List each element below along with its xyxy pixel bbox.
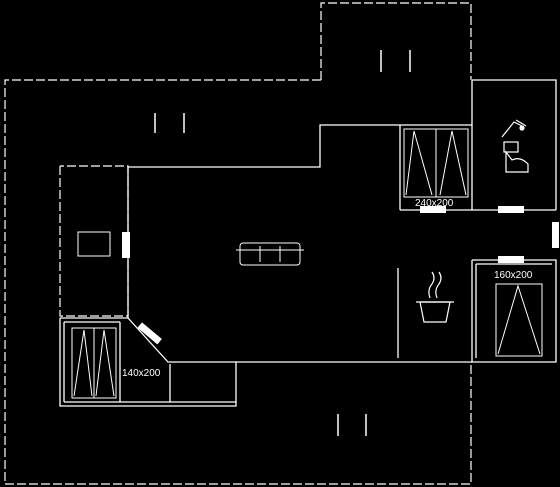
door-icon <box>154 50 411 436</box>
terrace-outline <box>4 2 472 485</box>
walls <box>59 79 557 407</box>
bed-size-label-right: 160x200 <box>494 270 533 281</box>
bed-right <box>495 283 543 357</box>
window-marker-icon <box>122 206 559 345</box>
bed-size-label-top: 240x200 <box>415 198 454 209</box>
terrace-table <box>77 231 111 257</box>
cooking-pot-icon <box>416 271 454 323</box>
toilet-icon <box>503 141 529 173</box>
sofa-icon <box>236 242 304 266</box>
shower-icon <box>501 119 527 138</box>
bed-top <box>403 128 469 198</box>
bed-bottom-left <box>71 327 117 399</box>
bed-size-label-bottom-left: 140x200 <box>122 368 161 379</box>
